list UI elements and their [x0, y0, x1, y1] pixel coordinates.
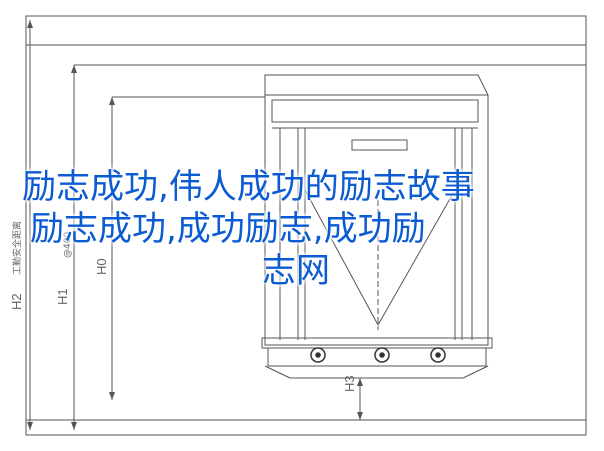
title-line-3: 志网: [262, 251, 330, 291]
h3-arrow-top: [357, 378, 363, 386]
base-frame: [267, 347, 487, 367]
top-bracket: [351, 139, 408, 151]
wheel-center: [374, 347, 390, 363]
outer-frame: [25, 15, 587, 436]
funnel-right: [377, 189, 456, 326]
left-vertical-note: 工勤安全距离: [11, 221, 23, 275]
h2-arrow-bottom: [27, 422, 33, 430]
h0-label: H0: [94, 258, 109, 275]
base-left-chamfer: [264, 365, 291, 379]
h1-label: H1: [55, 288, 70, 305]
wheel-left: [310, 347, 326, 363]
title-line-2: 励志成功,成功励志,成功励: [30, 209, 426, 249]
wheel-left-hub: [315, 352, 321, 358]
base-right-chamfer: [462, 365, 489, 379]
wheel-right: [430, 347, 446, 363]
funnel-left: [304, 189, 379, 326]
h1-arrow-bottom: [71, 422, 77, 430]
h3-arrow-bottom: [357, 412, 363, 420]
inner-vertical-note: @400: [63, 232, 73, 258]
h0-arrow-top: [109, 97, 115, 105]
title-line-1: 励志成功,伟人成功的励志故事: [22, 167, 475, 207]
base-platform: [261, 337, 493, 349]
top-housing: [271, 99, 479, 123]
wheel-center-hub: [379, 352, 385, 358]
h1-arrow-top: [71, 65, 77, 73]
watermark-title: 励志成功,伟人成功的励志故事 励志成功,成功励志,成功励 志网: [22, 166, 592, 292]
h0-arrow-bottom: [109, 392, 115, 400]
h2-arrow-top: [27, 20, 33, 28]
h3-label: H3: [342, 375, 357, 392]
h2-label: H2: [9, 293, 24, 310]
wheel-right-hub: [435, 352, 441, 358]
